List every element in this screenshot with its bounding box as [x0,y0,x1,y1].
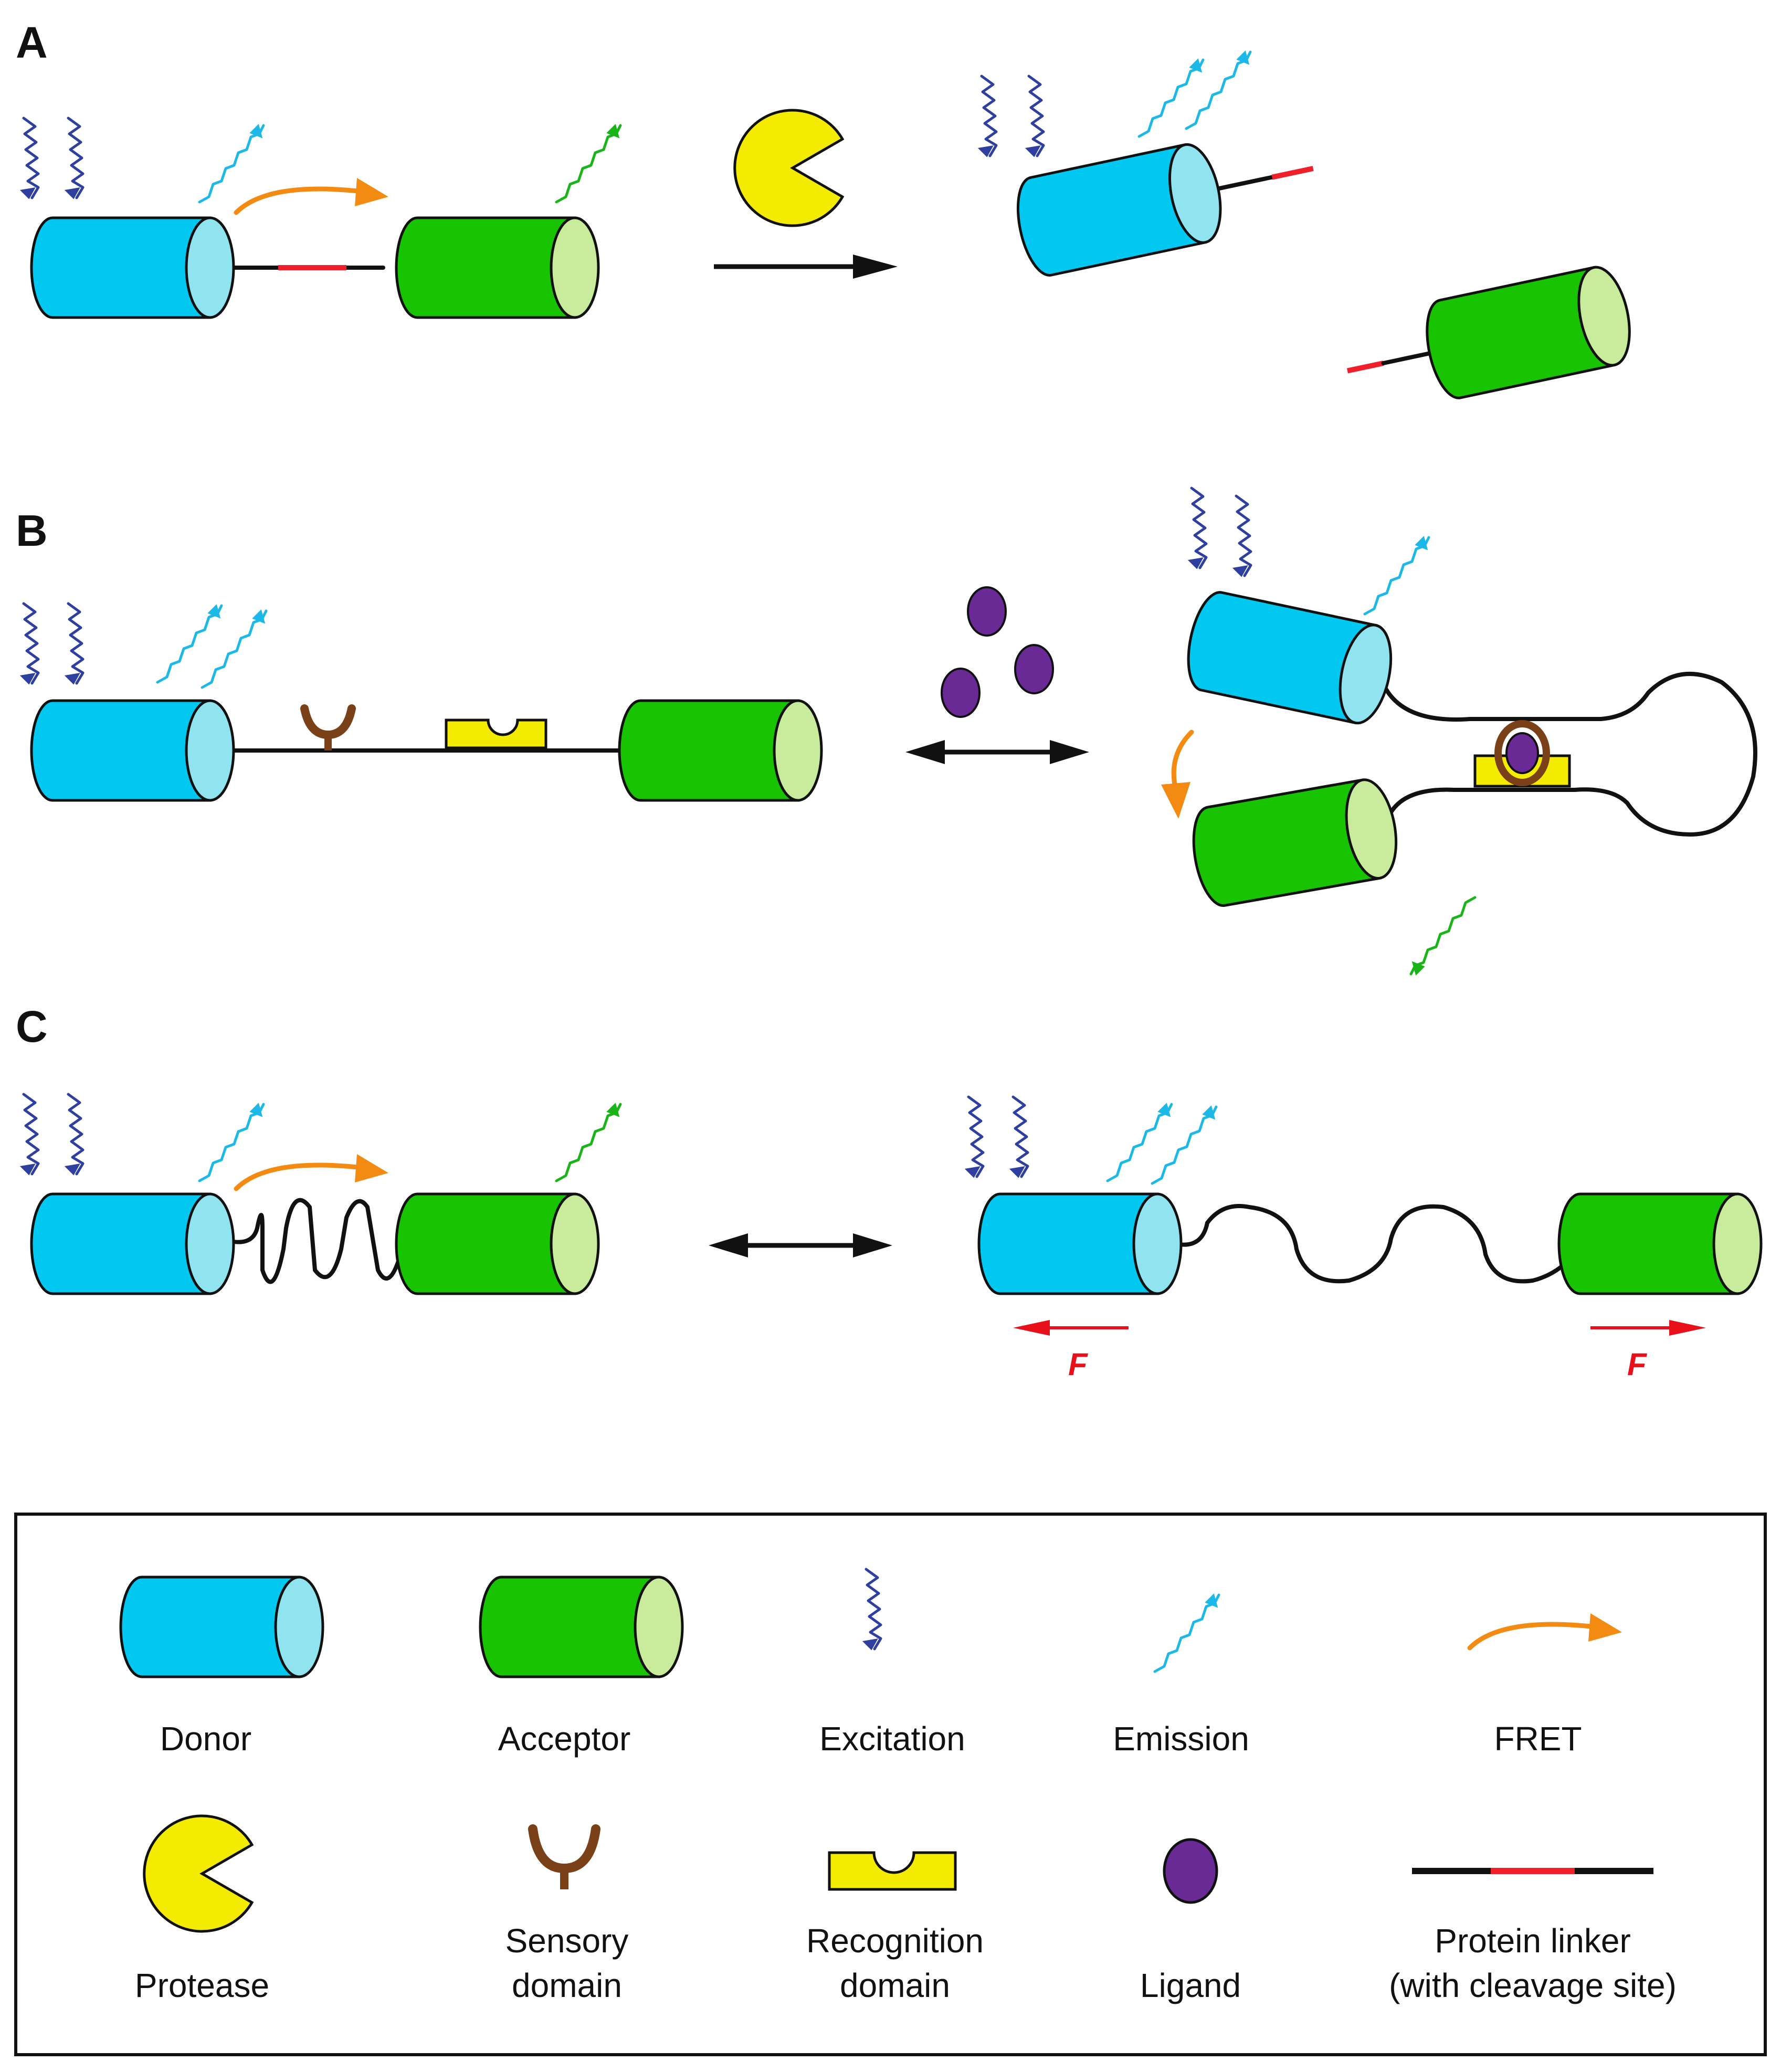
recognition-domain-icon [828,1851,957,1891]
panel-c-relaxed [22,1094,620,1294]
legend-box: Donor Acceptor Excitation Emission FRET … [14,1513,1767,2056]
emission-icon [199,1104,264,1181]
panel-label-c: C [16,1002,48,1051]
donor-cylinder-icon [1010,140,1228,280]
panel-b-closed [1161,488,1757,974]
excitation-icon [22,604,83,683]
legend-label-acceptor: Acceptor [498,1720,631,1758]
fret-arrow-icon [236,1154,388,1189]
acceptor-cylinder-icon [396,218,598,318]
force-label: F [1068,1347,1088,1382]
acceptor-cylinder-icon [619,701,821,800]
panel-a-before [22,118,620,318]
acceptor-cylinder-icon [396,1194,598,1294]
equilibrium-arrow [905,740,1089,764]
excitation-icon [979,76,1044,156]
legend-label-recognition: domain [840,1967,950,2004]
equilibrium-arrow [709,1233,892,1257]
sensory-domain-icon [1494,720,1550,786]
protease-icon [735,110,842,226]
acceptor-cylinder-icon [480,1577,682,1677]
legend-label-sensory: domain [512,1967,622,2004]
panel-b-open [22,604,821,800]
recognition-domain-icon [445,718,547,749]
emission-icon [556,1104,620,1181]
ligand-icon [941,586,1054,718]
donor-cylinder-icon [1181,588,1399,728]
emission-icon [1108,1104,1216,1183]
ligand-icon [1163,1838,1218,1904]
emission-icon [556,125,620,202]
legend-label-linker: (with cleavage site) [1389,1967,1677,2004]
ligand-icon [1505,732,1539,774]
legend-label-excitation: Excitation [819,1720,965,1758]
panel-a-after [979,52,1638,419]
donor-cylinder-icon [31,218,234,318]
emission-icon [1365,537,1429,614]
emission-icon [199,125,264,202]
legend-label-fret: FRET [1494,1720,1582,1758]
excitation-icon [1189,488,1251,576]
legend-label-donor: Donor [160,1720,251,1758]
acceptor-cylinder-icon [1419,262,1638,402]
acceptor-cylinder-icon [1559,1194,1761,1294]
excitation-icon [22,1094,83,1174]
excitation-icon [22,118,83,198]
legend-label-recognition: Recognition [806,1922,984,1960]
force-arrow-left [1013,1320,1129,1336]
reaction-arrow [714,255,898,279]
sensory-domain-icon [300,704,356,750]
legend-label-ligand: Ligand [1140,1967,1241,2004]
sensory-domain-icon [528,1824,600,1889]
emission-icon [1411,897,1475,974]
donor-cylinder-icon [121,1577,323,1677]
donor-cylinder-icon [31,1194,234,1294]
legend-label-linker: Protein linker [1435,1922,1631,1960]
donor-cylinder-icon [31,701,234,800]
legend-label-protease: Protease [135,1967,269,2004]
emission-icon [1139,52,1250,136]
panel-label-a: A [16,18,48,67]
legend-label-emission: Emission [1113,1720,1249,1758]
excitation-icon [966,1097,1028,1177]
acceptor-cylinder-icon [1187,776,1403,909]
fret-arrow-icon [1161,730,1194,819]
panel-c-stretched: F F [966,1097,1761,1382]
fret-arrow-icon [236,178,388,213]
panel-label-b: B [16,506,48,555]
force-label: F [1627,1347,1647,1382]
donor-cylinder-icon [979,1194,1181,1294]
legend-label-sensory: Sensory [505,1922,629,1960]
emission-icon [157,606,266,688]
force-arrow-right [1590,1320,1706,1336]
